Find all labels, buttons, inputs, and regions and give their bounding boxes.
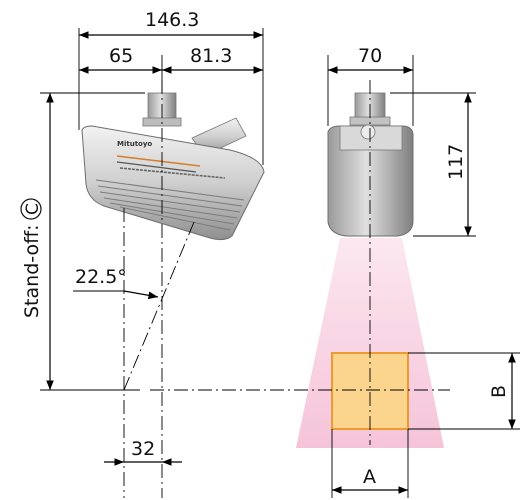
dim-right-offset: 81.3 bbox=[190, 45, 232, 67]
sensor-side-view bbox=[327, 92, 414, 237]
dim-side-width: 70 bbox=[358, 45, 382, 67]
sensor-front-view: Mitutoyo bbox=[81, 92, 265, 241]
side-body bbox=[327, 125, 414, 237]
dim-bottom-offset: 32 bbox=[131, 438, 155, 460]
standoff-label: Stand-off: bbox=[21, 224, 43, 318]
svg-text:Stand-off:: Stand-off: bbox=[21, 224, 43, 318]
dim-spot-width: A bbox=[363, 466, 376, 488]
svg-text:C: C bbox=[23, 203, 43, 215]
brand-logo: Mitutoyo bbox=[117, 140, 152, 148]
dim-overall-width: 146.3 bbox=[145, 9, 199, 31]
svg-text:B: B bbox=[488, 385, 510, 398]
sensor-body bbox=[81, 125, 265, 241]
right-view-dimensions bbox=[150, 55, 520, 498]
standoff-symbol: C bbox=[20, 198, 43, 220]
dim-spot-height: B bbox=[488, 385, 510, 398]
dim-head-height: 117 bbox=[445, 144, 467, 180]
cooling-fins bbox=[95, 179, 245, 231]
left-view-dimensions bbox=[40, 28, 264, 498]
svg-text:117: 117 bbox=[445, 144, 467, 180]
dim-left-offset: 65 bbox=[109, 45, 133, 67]
dim-beam-angle: 22.5° bbox=[75, 266, 127, 288]
